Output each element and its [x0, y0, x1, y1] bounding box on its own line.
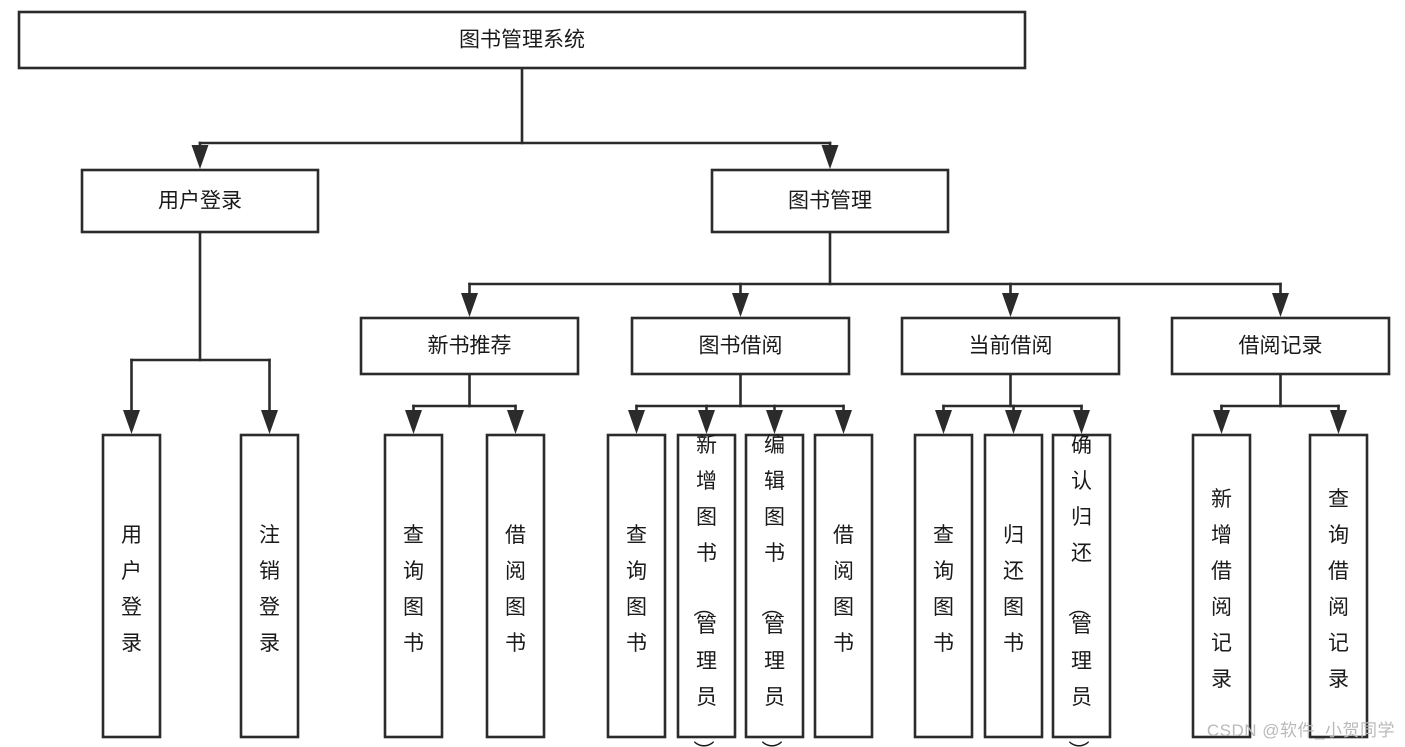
connector-layer: [123, 66, 1347, 434]
node-label-leaf-cb-query: 查询图书: [933, 524, 954, 655]
connector-group-new_book_rec: [405, 372, 524, 434]
connector-group-root: [191, 66, 839, 169]
node-book-borrow[interactable]: 图书借阅: [630, 316, 851, 376]
node-label-leaf-br-query: 查询借阅记录: [1328, 488, 1349, 691]
node-layer: 图书管理系统用户登录图书管理新书推荐图书借阅当前借阅借阅记录用户登录注销登录查询…: [17, 10, 1391, 747]
node-label-leaf-bb-add: 新增图书（管理员）: [691, 434, 717, 747]
node-box-leaf-bb-query: [606, 433, 667, 739]
node-label-current-borrow: 当前借阅: [969, 335, 1053, 358]
node-box-leaf-rec-query: [383, 433, 444, 739]
node-box-leaf-bb-edit: [744, 433, 805, 739]
node-box-leaf-br-query: [1308, 433, 1369, 739]
connector-group-book_manage: [461, 230, 1289, 317]
node-label-leaf-cb-return: 归还图书: [1003, 524, 1024, 655]
node-current-borrow[interactable]: 当前借阅: [900, 316, 1121, 376]
node-leaf-user-login[interactable]: 用户登录: [101, 433, 162, 739]
node-borrow-record[interactable]: 借阅记录: [1170, 316, 1391, 376]
node-label-leaf-bb-borrow: 借阅图书: [833, 524, 854, 655]
node-box-leaf-cb-return: [983, 433, 1044, 739]
node-box-borrow-record: [1170, 316, 1391, 376]
node-leaf-bb-borrow[interactable]: 借阅图书: [813, 433, 874, 739]
node-box-leaf-rec-borrow: [485, 433, 546, 739]
connector-group-borrow_record: [1213, 372, 1347, 434]
node-user-login[interactable]: 用户登录: [80, 168, 320, 234]
node-label-leaf-user-logout: 注销登录: [259, 524, 280, 655]
watermark-label: CSDN @软件_小贺同学: [1206, 721, 1395, 740]
connector-group-user_login: [123, 230, 278, 434]
node-leaf-rec-borrow[interactable]: 借阅图书: [485, 433, 546, 739]
node-leaf-bb-query[interactable]: 查询图书: [606, 433, 667, 739]
node-box-leaf-bb-add: [676, 433, 737, 739]
node-box-current-borrow: [900, 316, 1121, 376]
node-box-book-manage: [710, 168, 950, 234]
node-box-leaf-bb-borrow: [813, 433, 874, 739]
node-label-leaf-user-login: 用户登录: [121, 524, 142, 655]
node-leaf-bb-add[interactable]: 新增图书（管理员）: [676, 433, 737, 747]
node-box-leaf-user-login: [101, 433, 162, 739]
node-box-leaf-user-logout: [239, 433, 300, 739]
connector-group-current_borrow: [935, 372, 1090, 434]
node-leaf-user-logout[interactable]: 注销登录: [239, 433, 300, 739]
node-label-leaf-rec-borrow: 借阅图书: [505, 524, 526, 655]
node-root[interactable]: 图书管理系统: [17, 10, 1027, 70]
node-new-book-rec[interactable]: 新书推荐: [359, 316, 580, 376]
node-box-book-borrow: [630, 316, 851, 376]
node-label-leaf-rec-query: 查询图书: [403, 524, 424, 655]
node-label-root: 图书管理系统: [459, 29, 585, 52]
node-label-leaf-br-add: 新增借阅记录: [1211, 488, 1232, 691]
node-label-leaf-cb-confirm: 确认归还（管理员）: [1066, 434, 1092, 747]
node-label-leaf-bb-edit: 编辑图书（管理员）: [759, 434, 785, 747]
connector-group-book_borrow: [628, 372, 852, 434]
node-label-book-borrow: 图书借阅: [699, 335, 783, 358]
node-box-leaf-cb-confirm: [1051, 433, 1112, 739]
node-book-manage[interactable]: 图书管理: [710, 168, 950, 234]
node-leaf-cb-confirm[interactable]: 确认归还（管理员）: [1051, 433, 1112, 747]
node-label-book-manage: 图书管理: [788, 190, 872, 213]
node-label-new-book-rec: 新书推荐: [428, 335, 512, 358]
node-leaf-br-add[interactable]: 新增借阅记录: [1191, 433, 1252, 739]
node-label-borrow-record: 借阅记录: [1239, 335, 1323, 358]
node-label-leaf-bb-query: 查询图书: [626, 524, 647, 655]
node-box-root: [17, 10, 1027, 70]
node-leaf-cb-return[interactable]: 归还图书: [983, 433, 1044, 739]
node-box-leaf-br-add: [1191, 433, 1252, 739]
node-leaf-br-query[interactable]: 查询借阅记录: [1308, 433, 1369, 739]
node-box-user-login: [80, 168, 320, 234]
node-box-new-book-rec: [359, 316, 580, 376]
node-leaf-rec-query[interactable]: 查询图书: [383, 433, 444, 739]
node-leaf-bb-edit[interactable]: 编辑图书（管理员）: [744, 433, 805, 747]
node-label-user-login: 用户登录: [158, 190, 242, 213]
node-box-leaf-cb-query: [913, 433, 974, 739]
node-leaf-cb-query[interactable]: 查询图书: [913, 433, 974, 739]
